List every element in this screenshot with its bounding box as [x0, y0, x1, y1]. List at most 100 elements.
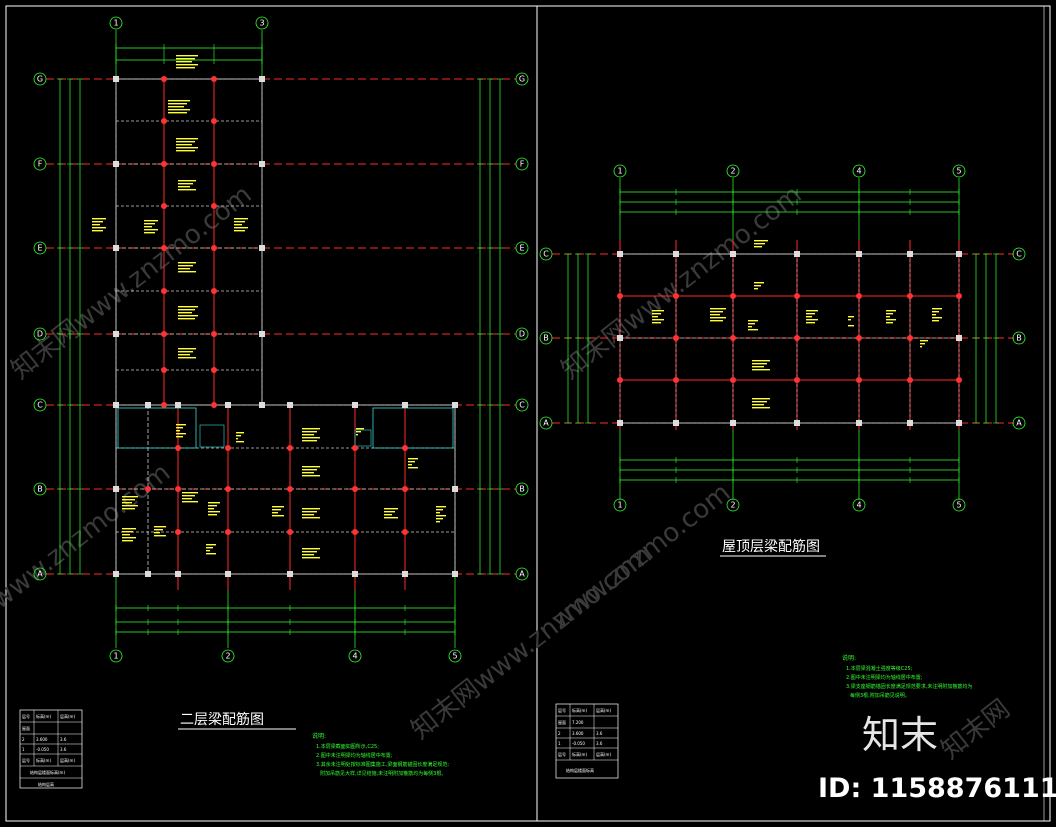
axis-bubble-circle — [613, 498, 627, 512]
beam-annotation-mark — [176, 147, 198, 149]
beam-annotation-mark — [182, 495, 195, 497]
axis-bubble: C — [539, 247, 553, 261]
beam-annotation-mark — [886, 310, 896, 312]
beam-annotation-mark — [748, 326, 752, 328]
watermark-text: www.znzmo.com — [0, 458, 176, 616]
beam-annotation-mark — [122, 537, 136, 539]
opening-box — [372, 407, 454, 449]
beam-joint — [856, 335, 862, 341]
column — [730, 420, 736, 426]
beam-annotation-mark — [754, 288, 758, 290]
beam-joint — [402, 529, 408, 535]
axis-bubble-label: 4 — [352, 652, 357, 661]
beam-annotation-mark — [806, 310, 818, 312]
beam-annotation-mark — [178, 180, 196, 182]
beam-annotation-mark — [154, 526, 166, 528]
column — [113, 486, 119, 492]
column — [617, 420, 623, 426]
svg-text:结构层高: 结构层高 — [38, 781, 54, 787]
column — [259, 245, 265, 251]
beam-annotation-mark — [754, 285, 761, 287]
beam-annotation-mark — [178, 318, 195, 320]
column — [402, 571, 408, 577]
axis-bubble: A — [539, 416, 553, 430]
beam-annotation-mark — [886, 322, 893, 324]
axis-bubble: B — [1012, 331, 1026, 345]
beam-annotation-mark — [144, 232, 155, 234]
axis-bubble-label: C — [1016, 250, 1022, 259]
beam-annotation-mark — [92, 218, 106, 220]
column — [956, 335, 962, 341]
beam-annotation-mark — [710, 317, 726, 319]
svg-text:层高(m): 层高(m) — [60, 713, 75, 719]
svg-text:标高(m): 标高(m) — [36, 713, 51, 719]
axis-bubble: 1 — [613, 164, 627, 178]
beam-joint — [617, 377, 623, 383]
column — [113, 245, 119, 251]
axis-bubble-label: 4 — [856, 501, 861, 510]
beam-joint — [211, 118, 217, 124]
beam-joint — [907, 293, 913, 299]
beam-annotation-mark — [272, 515, 284, 517]
axis-bubble-label: G — [37, 75, 43, 84]
beam-annotation-mark — [178, 189, 196, 191]
beam-joint — [352, 529, 358, 535]
beam-annotation-mark — [920, 346, 922, 348]
column — [673, 420, 679, 426]
axis-bubble-circle — [109, 649, 123, 663]
note-line: 附加吊筋见大样,详见结施,未注明附加箍筋均为每侧3根。 — [320, 770, 446, 777]
column — [452, 402, 458, 408]
beam-annotation-mark — [176, 150, 195, 152]
axis-bubble-label: B — [519, 485, 525, 494]
beam-annotation-mark — [168, 106, 184, 108]
beam-annotation-mark — [182, 501, 198, 503]
beam-annotation-mark — [302, 554, 314, 556]
right-level-table: 层号 标高(m) 层高(m) 屋面 7.200 2 3.600 3.6 1 -0… — [555, 703, 619, 779]
axis-bubble-circle — [539, 331, 553, 345]
beam-annotation-mark — [752, 404, 764, 406]
beam-annotation-mark — [236, 432, 244, 434]
beam-annotation-mark — [302, 557, 320, 559]
axis-bubble: 5 — [448, 649, 462, 663]
axis-bubble-label: 1 — [113, 19, 118, 28]
axis-bubble-label: 5 — [956, 167, 961, 176]
notes-heading: 说明: — [312, 732, 326, 740]
beam-joint — [673, 377, 679, 383]
beam-annotation-mark — [176, 424, 186, 426]
beam-joint — [856, 293, 862, 299]
column — [259, 161, 265, 167]
axis-bubble-label: 1 — [617, 167, 622, 176]
column — [113, 161, 119, 167]
opening-box — [354, 429, 372, 447]
watermark-text: 知末网www.znzmo.com — [6, 180, 258, 386]
axis-bubble-circle — [726, 498, 740, 512]
beam-annotation-mark — [234, 227, 248, 229]
beam-annotation-mark — [886, 316, 890, 318]
beam-annotation-mark — [154, 532, 160, 534]
beam-annotation-mark — [144, 223, 155, 225]
column — [287, 571, 293, 577]
beam-annotation-mark — [302, 428, 320, 430]
beam-joint — [352, 486, 358, 492]
axis-bubble-circle — [539, 247, 553, 261]
beam-joint — [211, 402, 217, 408]
beam-annotation-mark — [302, 517, 320, 519]
beam-annotation-mark — [234, 221, 245, 223]
beam-annotation-mark — [302, 514, 314, 516]
svg-text:标高(m): 标高(m) — [572, 751, 587, 757]
axis-bubble-label: C — [543, 250, 549, 259]
beam-annotation-mark — [208, 502, 220, 504]
beam-joint — [161, 203, 167, 209]
beam-annotation-mark — [932, 311, 939, 313]
axis-bubble-circle — [613, 164, 627, 178]
beam-annotation-mark — [932, 314, 936, 316]
svg-text:3.6: 3.6 — [60, 737, 67, 742]
beam-annotation-mark — [154, 529, 163, 531]
beam-joint — [161, 331, 167, 337]
id-label: ID: 1158876111 — [818, 773, 1056, 804]
beam-joint — [161, 161, 167, 167]
beam-annotation-mark — [806, 316, 812, 318]
axis-bubble-label: E — [519, 244, 524, 253]
beam-joint — [794, 293, 800, 299]
